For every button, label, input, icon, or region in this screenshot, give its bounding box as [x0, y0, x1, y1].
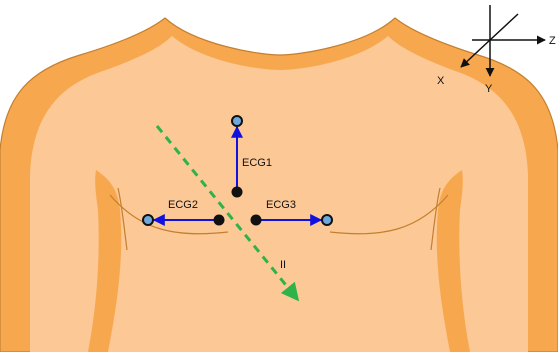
ecg1-reference-electrode: [232, 187, 243, 198]
ecg3-measurement-electrode: [322, 215, 332, 225]
ecg2-measurement-electrode: [143, 215, 153, 225]
ecg3-reference-electrode: [251, 215, 262, 226]
ecg2-reference-electrode: [214, 215, 225, 226]
x-axis-label: X: [437, 75, 445, 87]
ecg3-label: ECG3: [266, 199, 296, 211]
ecg2-label: ECG2: [168, 199, 198, 211]
y-axis-label: Y: [485, 83, 493, 95]
z-axis-label: Z: [549, 35, 556, 47]
ecg1-measurement-electrode: [232, 116, 242, 126]
ecg1-label: ECG1: [242, 157, 272, 169]
axes-diagonal-back: [490, 14, 518, 40]
lead-ii-label: II: [280, 259, 286, 271]
